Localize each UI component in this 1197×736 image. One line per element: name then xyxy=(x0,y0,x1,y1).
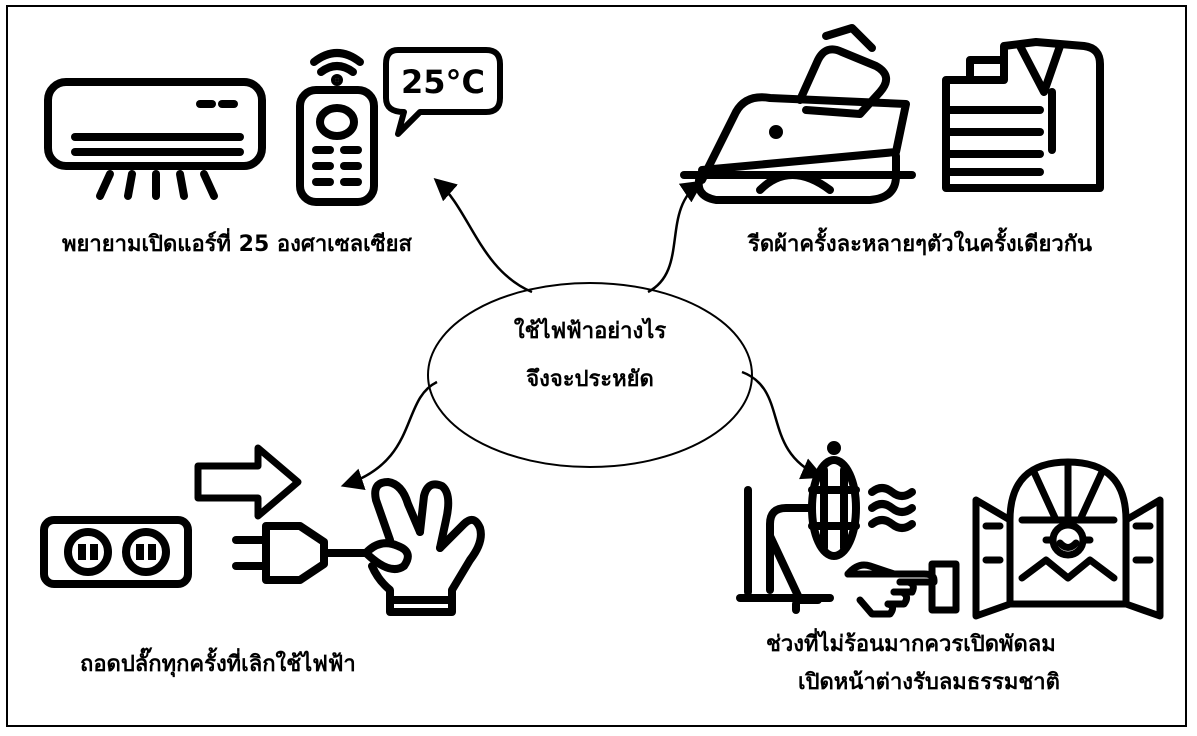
tip-unplug: ถอดปลั๊กทุกครั้งที่เลิกใช้ไฟฟ้า xyxy=(80,652,356,677)
arrow-to-air-conditioner xyxy=(433,178,533,294)
folded-clothes-icon xyxy=(942,38,1104,192)
electric-fan-icon xyxy=(736,441,916,614)
tip-fan-line-1: ช่วงที่ไม่ร้อนมากควรเปิดพัดลม xyxy=(766,632,1056,657)
tip-ironing: รีดผ้าครั้งละหลายๆตัวในครั้งเดียวกัน xyxy=(748,232,1093,257)
arrow-to-unplug xyxy=(340,380,438,490)
speech-bubble-icon: 25°C xyxy=(383,47,503,137)
center-topic: ใช้ไฟฟ้าอย่างไร จึงจะประหยัด xyxy=(432,308,748,404)
remote-control-icon xyxy=(296,49,378,206)
iron-icon xyxy=(680,24,916,204)
air-conditioner-icon xyxy=(44,78,266,200)
temperature-label: 25°C xyxy=(401,63,485,101)
plug-in-hand-icon xyxy=(232,478,485,616)
arrow-to-ironing xyxy=(647,180,704,294)
center-ellipse xyxy=(427,282,753,468)
pointing-hand-icon xyxy=(844,560,960,618)
arrow-right-icon xyxy=(194,444,302,520)
tip-air-conditioner: พยายามเปิดแอร์ที่ 25 องศาเซลเซียส xyxy=(62,232,412,257)
tip-fan-line-2: เปิดหน้าต่างรับลมธรรมชาติ xyxy=(798,670,1060,695)
power-outlet-icon xyxy=(40,516,192,588)
open-window-icon xyxy=(972,458,1164,620)
center-line-2: จึงจะประหยัด xyxy=(526,367,654,392)
center-line-1: ใช้ไฟฟ้าอย่างไร xyxy=(513,319,667,344)
arrow-to-fan xyxy=(741,370,825,480)
